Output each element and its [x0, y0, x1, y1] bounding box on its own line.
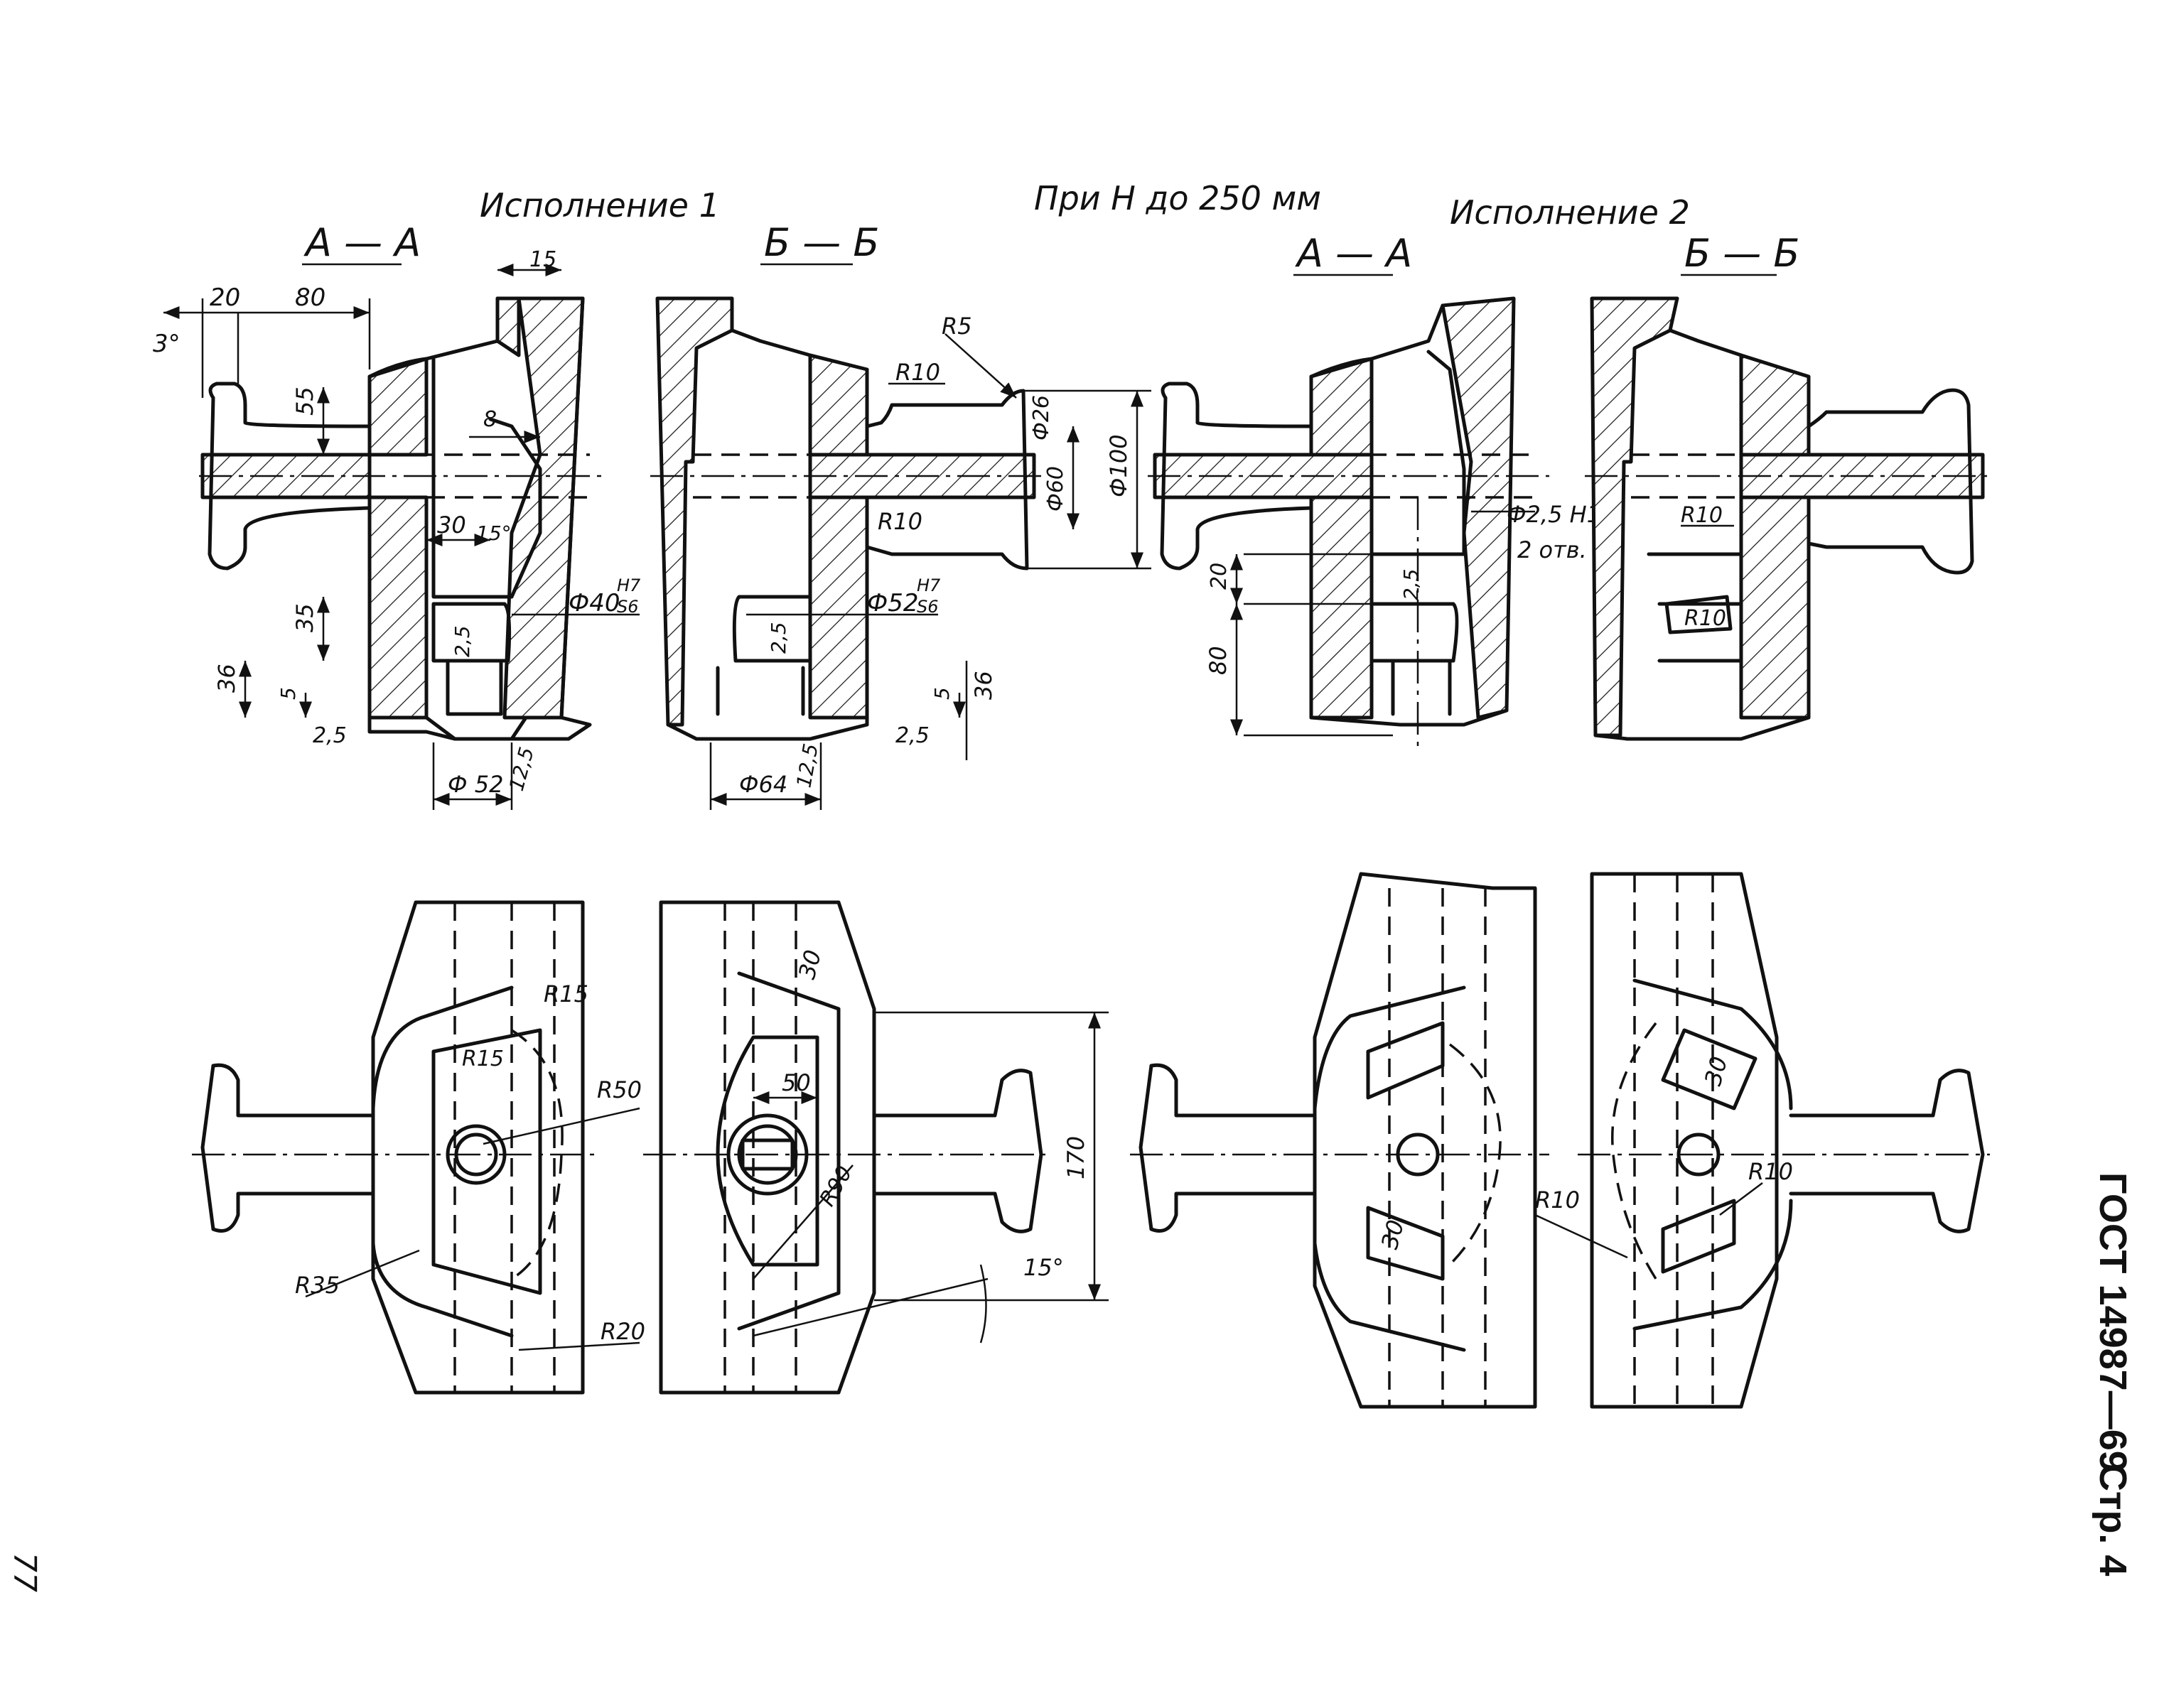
dim-r10-v2b: R10: [1684, 606, 1726, 631]
dim-15-top: 15: [529, 247, 556, 272]
dim-r15b: R15: [462, 1047, 504, 1071]
heading-condition: При Н до 250 мм: [1034, 179, 1321, 217]
section-label-bb-1: Б — Б: [764, 220, 879, 265]
wall-hatch: [655, 296, 734, 727]
dim-125-left: 12,5: [505, 745, 539, 794]
dim-25-v2: 2,5: [1399, 568, 1423, 600]
body-hatch: [808, 495, 869, 720]
dim-20-v2: 20: [1207, 563, 1232, 590]
body-hatch: [367, 495, 429, 720]
dim-52-fit: Ф52: [867, 589, 919, 617]
dim-40-fit-num: H7: [617, 575, 641, 595]
page-label: Стр. 4: [2092, 1464, 2134, 1576]
dim-52-fit-num: H7: [917, 575, 941, 595]
dim-55: 55: [291, 387, 318, 416]
dim-40-fit-den: S6: [617, 597, 639, 617]
dim-80-v2: 80: [1205, 646, 1232, 675]
page-number: 77: [6, 1552, 43, 1592]
dim-25-bottom2: 2,5: [895, 723, 930, 748]
dim-r35: R35: [295, 1272, 340, 1299]
gost-title: ГОСТ 14987—69: [2092, 1172, 2134, 1472]
dim-r10-plan-right: R10: [1748, 1158, 1793, 1185]
plan-view-1: R15 R15 R50 R35 R20: [192, 900, 645, 1395]
plan-view-3: 30: [1130, 872, 1549, 1409]
dim-diameter-26: Ф26: [1029, 395, 1054, 440]
section-label-bb-2: Б — Б: [1684, 231, 1799, 276]
dim-holes: 2 отв.: [1517, 536, 1587, 563]
dim-5-right: 5: [930, 687, 954, 700]
dim-40-fit: Ф40: [569, 589, 620, 617]
dim-30-plan: 30: [793, 947, 827, 982]
dim-diameter-64: Ф64: [739, 771, 787, 798]
dim-r50: R50: [597, 1076, 642, 1103]
dim-30: 30: [437, 512, 466, 539]
section-label-aa-1: А — А: [303, 220, 421, 265]
dim-diameter-52: Ф 52: [448, 771, 503, 798]
section-view-aa-execution-1: 20 80 3° 55 15 8 30 15° 35 36 5 2,5 2,5 …: [153, 247, 641, 810]
dim-80-top: 80: [295, 283, 325, 312]
dim-diameter-100: Ф100: [1105, 434, 1132, 497]
dim-diameter-60: Ф60: [1043, 466, 1068, 512]
dim-r15a: R15: [544, 980, 588, 1007]
wall-hatch: [1590, 296, 1679, 737]
heading-execution-2: Исполнение 2: [1450, 193, 1690, 232]
dim-8: 8: [483, 407, 497, 432]
dim-125-right: 12,5: [792, 742, 822, 789]
dim-angle-15-small: 15°: [476, 521, 512, 545]
plan-view-2: 170 30 50 R90 15°: [643, 900, 1109, 1395]
body-hatch: [808, 353, 869, 457]
plan-view-4: 30 R10 R10: [1534, 872, 1990, 1409]
heading-execution-1: Исполнение 1: [480, 186, 720, 225]
rim-hatch: [495, 296, 521, 357]
body-hatch: [1739, 353, 1811, 457]
dim-r10-v2a: R10: [1681, 503, 1723, 528]
dim-25-mid2: 2,5: [767, 622, 790, 654]
dim-r90: R90: [815, 1162, 858, 1211]
body-hatch: [1309, 495, 1374, 720]
dim-35: 35: [291, 603, 318, 632]
dim-5-left: 5: [276, 687, 300, 700]
dim-25-left-bottom: 2,5: [313, 723, 347, 748]
dim-36-right: 36: [970, 671, 997, 700]
dim-25-left-mid: 2,5: [451, 625, 474, 657]
dim-angle-15-plan: 15°: [1023, 1254, 1064, 1281]
dim-36-left: 36: [213, 664, 240, 693]
dim-r5: R5: [942, 313, 972, 340]
section-view-bb-execution-1: R5 R10 R10 Ф100 Ф60 Ф26 Ф52 H7 S6 2,5 5 …: [650, 296, 1151, 810]
section-view-bb-execution-2: R10 R10: [1585, 296, 1990, 741]
dim-r10-plan-left: R10: [1535, 1187, 1580, 1214]
dim-20: 20: [210, 283, 240, 312]
body-hatch: [367, 357, 429, 457]
dim-r20: R20: [601, 1318, 645, 1345]
dim-r10-bottom: R10: [878, 508, 922, 535]
dim-52-fit-den: S6: [917, 597, 939, 617]
body-hatch: [1309, 357, 1374, 457]
body-hatch: [1739, 495, 1811, 720]
section-view-aa-execution-2: Ф2,5 Н12 2 отв. 20 80 2,5: [1148, 296, 1615, 753]
dim-50-plan: 50: [782, 1069, 811, 1096]
dim-170: 170: [1062, 1136, 1089, 1179]
section-label-aa-2: А — А: [1295, 231, 1412, 276]
wall-hatch: [1441, 296, 1516, 720]
dim-r10-top: R10: [895, 359, 940, 386]
dim-30-plan3: 30: [1699, 1054, 1733, 1088]
dim-angle-3: 3°: [153, 330, 181, 358]
